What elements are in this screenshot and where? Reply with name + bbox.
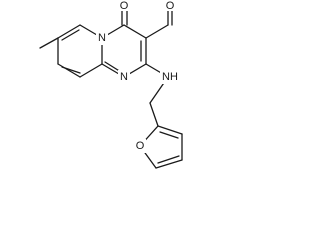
atom-n-ring-bottom: N [120, 71, 128, 83]
chemical-structure-diagram: N N O O NH O [39, 0, 183, 169]
bond-c4-c3 [123, 24, 147, 39]
atom-bg-n-ring-junction [96, 31, 108, 45]
bond-c8-c9 [57, 63, 81, 78]
bond-furan-c5-c4-double [157, 155, 180, 164]
bond-ch2-furan [149, 102, 159, 127]
atom-o-aldehyde: O [166, 0, 175, 12]
bond-c6-c7-double [61, 29, 80, 41]
bond-methyl [39, 37, 59, 49]
atom-nh: NH [162, 71, 178, 83]
atom-bg-o-carbonyl [118, 0, 131, 11]
atom-n-ring-junction: N [98, 32, 106, 44]
bond-furan-c5-c4 [155, 159, 183, 169]
atom-o-carbonyl: O [120, 0, 129, 12]
atom-bg-n-ring-bottom [118, 70, 130, 84]
atom-bg-nh [160, 70, 180, 84]
atom-o-furan: O [136, 140, 145, 152]
bond-furan-c3-c2-double [159, 131, 179, 139]
bond-c3-cho [145, 24, 169, 39]
bond-c8-c9-double [61, 66, 81, 74]
atom-bg-o-aldehyde [163, 0, 176, 11]
bond-furan-c3-c2 [157, 125, 183, 135]
bond-c6-c7 [57, 24, 81, 39]
atom-bg-o-furan [134, 139, 146, 153]
bond-c9-c9a [79, 63, 103, 78]
